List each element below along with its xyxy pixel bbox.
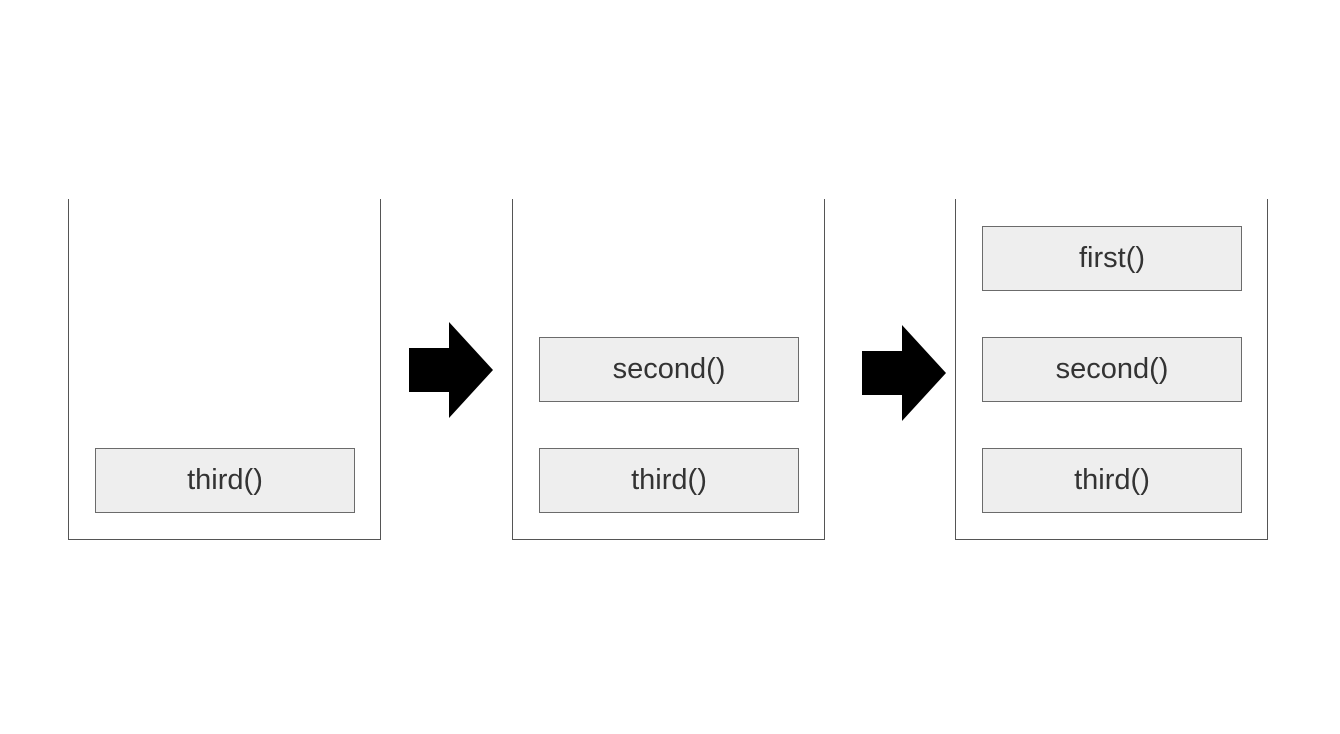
stack-frame-third: third()	[95, 448, 355, 513]
stack-frame-first: first()	[982, 226, 1242, 291]
right-arrow-icon	[409, 322, 493, 418]
stack-frame-third: third()	[982, 448, 1242, 513]
right-arrow-icon	[862, 325, 946, 421]
stack-frame-second: second()	[539, 337, 799, 402]
stack-frame-second: second()	[982, 337, 1242, 402]
call-stack-2: second() third()	[512, 199, 825, 540]
call-stack-1: third()	[68, 199, 381, 540]
stack-frame-third: third()	[539, 448, 799, 513]
call-stack-3: first() second() third()	[955, 199, 1268, 540]
